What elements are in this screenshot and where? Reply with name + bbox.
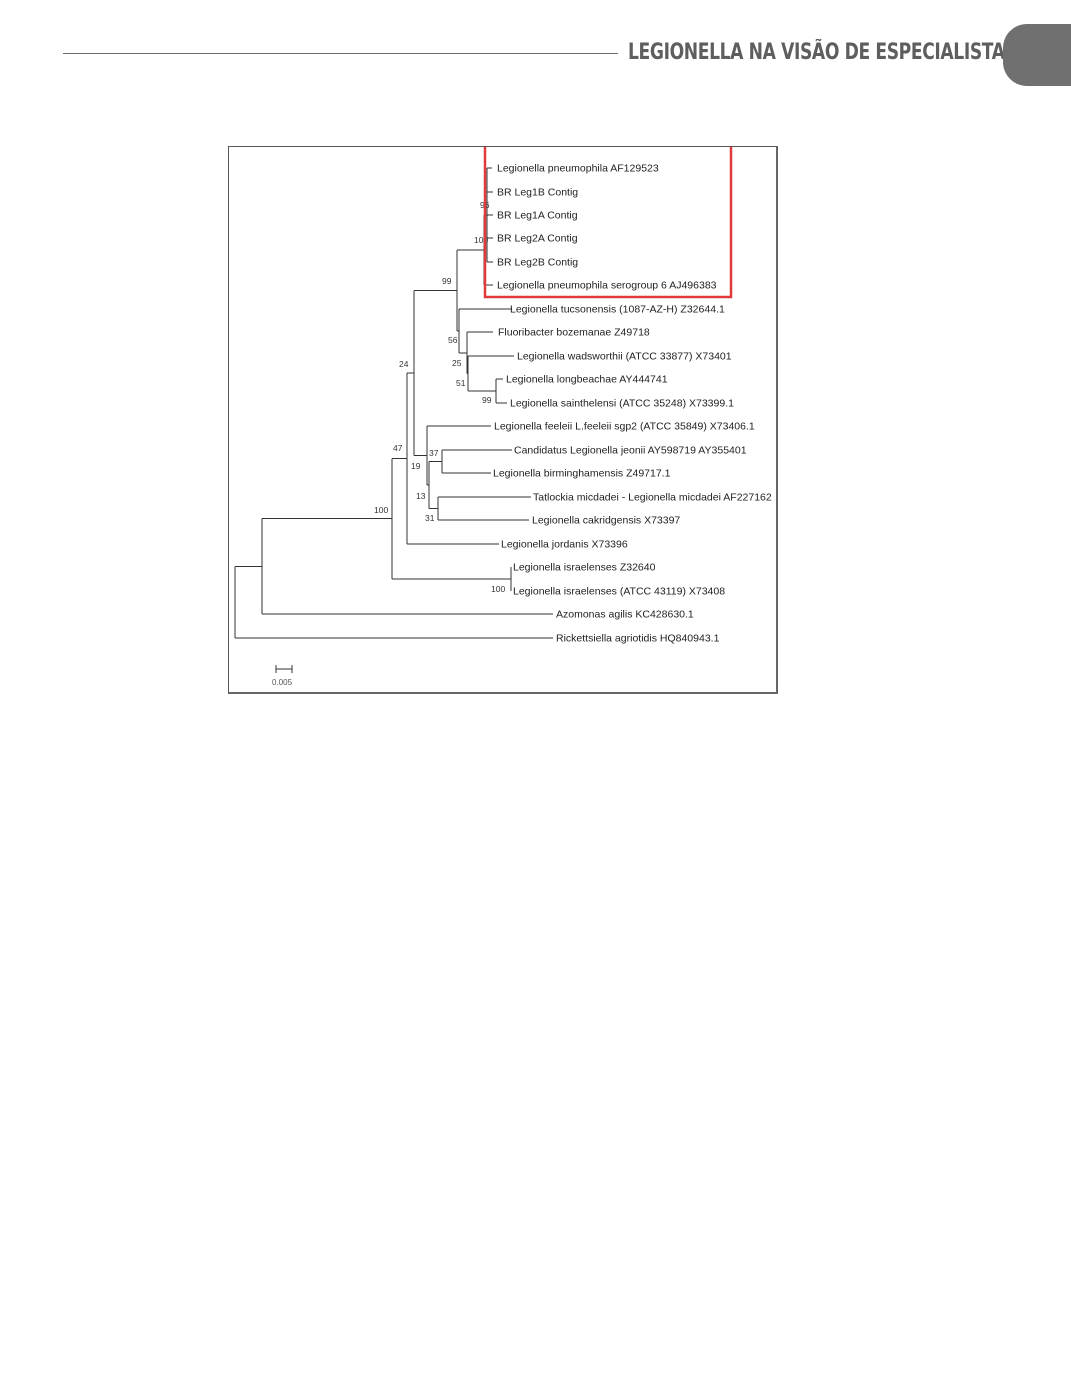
bootstrap-support-value: 37 [429,448,439,458]
tree-leaf-label: BR Leg2B Contig [497,257,578,269]
scale-bar-label: 0.005 [272,678,293,687]
tree-leaf-label: Legionella wadsworthii (ATCC 33877) X734… [517,351,732,363]
tree-leaf-labels: Legionella pneumophila AF129523 BR Leg1B … [493,163,772,645]
bootstrap-support-value: 25 [452,358,462,368]
tree-leaf-label: Legionella birminghamensis Z49717.1 [493,468,671,480]
tree-leaf-label: Legionella cakridgensis X73397 [532,515,680,527]
tree-leaf-label: Legionella pneumophila AF129523 [497,163,659,175]
tree-leaf-label: Tatlockia micdadei - Legionella micdadei… [533,492,772,504]
bootstrap-support-value: 47 [393,443,403,453]
bootstrap-support-value: 19 [411,461,421,471]
tree-leaf-label: Rickettsiella agriotidis HQ840943.1 [556,633,720,645]
bootstrap-support-value: 31 [425,513,435,523]
tree-leaf-label: Legionella pneumophila serogroup 6 AJ496… [497,280,717,292]
tree-leaf-label: BR Leg1A Contig [497,210,578,222]
phylogenetic-tree-figure: Legionella pneumophila AF129523 BR Leg1B … [228,146,778,694]
bootstrap-support-value: 24 [399,359,409,369]
bootstrap-support-value: 56 [448,335,458,345]
page-tab-marker [1003,24,1071,86]
tree-leaf-label: BR Leg1B Contig [497,187,578,199]
bootstrap-support-value: 99 [442,276,452,286]
bootstrap-support-value: 100 [491,584,505,594]
tree-leaf-label: Candidatus Legionella jeonii AY598719 AY… [514,445,747,457]
phylogenetic-tree: Legionella pneumophila AF129523 BR Leg1B … [234,147,772,687]
tree-leaf-label: Legionella longbeachae AY444741 [506,374,668,386]
tree-leaf-label: Legionella israelenses Z32640 [513,562,656,574]
header-rule [63,53,618,54]
tree-leaf-label: Legionella sainthelensi (ATCC 35248) X73… [510,398,734,410]
bootstrap-support-value: 51 [456,378,466,388]
tree-leaf-label: Legionella tucsonensis (1087-AZ-H) Z3264… [510,304,725,316]
bootstrap-support-value: 99 [482,395,492,405]
bootstrap-support-value: 13 [416,491,426,501]
tree-leaf-label: Fluoribacter bozemanae Z49718 [498,327,650,339]
tree-leaf-label: Legionella israelenses (ATCC 43119) X734… [513,586,725,598]
tree-leaf-label: Azomonas agilis KC428630.1 [556,609,694,621]
tree-leaf-label: Legionella jordanis X73396 [501,539,628,551]
tree-leaf-label: BR Leg2A Contig [497,233,578,245]
scale-bar [275,665,293,673]
pneumophila-clade-highlight-box [483,147,733,299]
bootstrap-support-value: 100 [474,235,488,245]
running-header-title: Legionella na Visão de Especialistas [628,40,1017,65]
tree-leaf-label: Legionella feeleii L.feeleii sgp2 (ATCC … [494,421,755,433]
bootstrap-support-value: 100 [374,505,388,515]
